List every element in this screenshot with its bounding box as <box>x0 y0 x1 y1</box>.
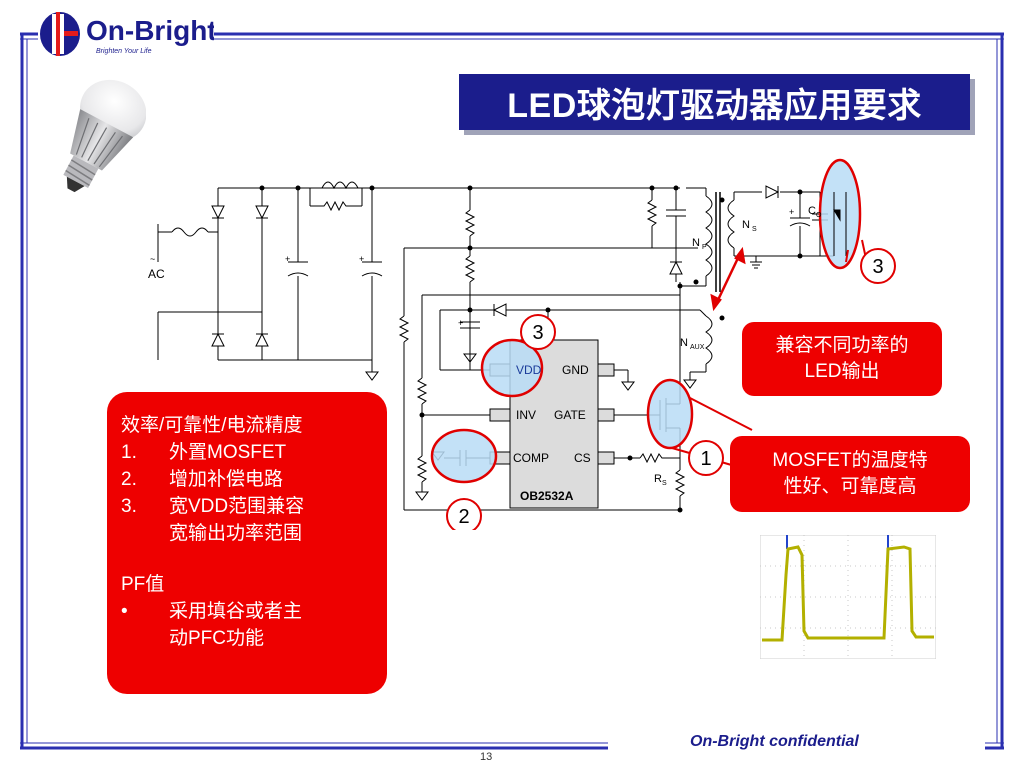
svg-text:S: S <box>662 480 667 487</box>
svg-text:+: + <box>458 318 463 328</box>
requirements-box: 效率/可靠性/电流精度 1.外置MOSFET 2.增加补偿电路 3.宽VDD范围… <box>107 392 387 694</box>
callout-mosfet-line2: 性好、可靠度高 <box>783 476 917 497</box>
list-item: 1.外置MOSFET <box>121 442 287 463</box>
svg-text:O: O <box>816 212 822 219</box>
marker-2-comp <box>446 498 482 530</box>
list-item: 动PFC功能 <box>169 628 265 649</box>
list-item: 2.增加补偿电路 <box>121 469 284 490</box>
svg-text:2: 2 <box>458 506 469 528</box>
svg-text:R: R <box>654 473 662 485</box>
svg-text:AC: AC <box>148 267 165 281</box>
marker-1-mosfet <box>688 440 724 476</box>
pin-cs-label: CS <box>574 451 591 465</box>
svg-text:N: N <box>692 237 700 249</box>
slide-title-text: LED球泡灯驱动器应用要求 <box>507 86 922 125</box>
svg-text:1: 1 <box>700 448 711 470</box>
led-bulb-image <box>63 79 146 193</box>
svg-text:Brighten Your Life: Brighten Your Life <box>96 48 152 55</box>
page-number: 13 <box>480 751 493 763</box>
svg-text:+: + <box>285 254 290 264</box>
svg-text:~: ~ <box>150 254 155 264</box>
svg-text:N: N <box>680 337 688 349</box>
callout-led-output-line2: LED输出 <box>804 361 880 382</box>
svg-text:N: N <box>742 219 750 231</box>
pin-comp-label: COMP <box>513 451 549 465</box>
on-bright-logo: On-Bright Brighten Your Life <box>36 10 217 60</box>
pf-heading: PF值 <box>121 574 165 595</box>
svg-text:P: P <box>702 244 707 251</box>
svg-text:C: C <box>808 205 816 217</box>
highlight-vdd <box>480 338 544 398</box>
pin-inv-label: INV <box>516 408 536 422</box>
pin-vdd-label: VDD <box>516 363 542 377</box>
pin-gate-label: GATE <box>554 408 586 422</box>
list-item: 3.宽VDD范围兼容 <box>121 496 305 517</box>
list-item: •采用填谷或者主 <box>121 601 303 622</box>
svg-text:+: + <box>789 207 794 217</box>
svg-text:3: 3 <box>872 256 883 278</box>
list-item: 宽输出功率范围 <box>169 523 303 544</box>
svg-text:+: + <box>359 254 364 264</box>
callout-led-output: 兼容不同功率的 LED输出 <box>742 322 942 396</box>
marker-3-output <box>860 248 896 284</box>
circuit-diagram: AC ~ + + + + N P N S N AUX C O R S VDD G… <box>148 158 896 530</box>
highlight-mosfet <box>646 378 694 450</box>
callout-mosfet: MOSFET的温度特 性好、可靠度高 <box>730 436 970 512</box>
highlight-comp <box>430 428 498 484</box>
marker-3-vdd <box>520 314 556 350</box>
footer-confidential: On-Bright confidential <box>690 733 859 750</box>
callout-mosfet-line1: MOSFET的温度特 <box>772 450 928 471</box>
pin-gnd-label: GND <box>562 363 589 377</box>
requirements-heading: 效率/可靠性/电流精度 <box>121 415 303 436</box>
oscilloscope-waveform <box>760 535 936 659</box>
callout-led-output-line1: 兼容不同功率的 <box>775 335 909 356</box>
logo-emblem-icon <box>40 12 80 56</box>
svg-text:AUX: AUX <box>690 344 705 351</box>
slide-title: LED球泡灯驱动器应用要求 <box>459 74 970 130</box>
svg-text:S: S <box>752 226 757 233</box>
chip-name-label: OB2532A <box>520 489 574 503</box>
svg-text:3: 3 <box>532 322 543 344</box>
svg-text:On-Bright: On-Bright <box>86 15 214 46</box>
